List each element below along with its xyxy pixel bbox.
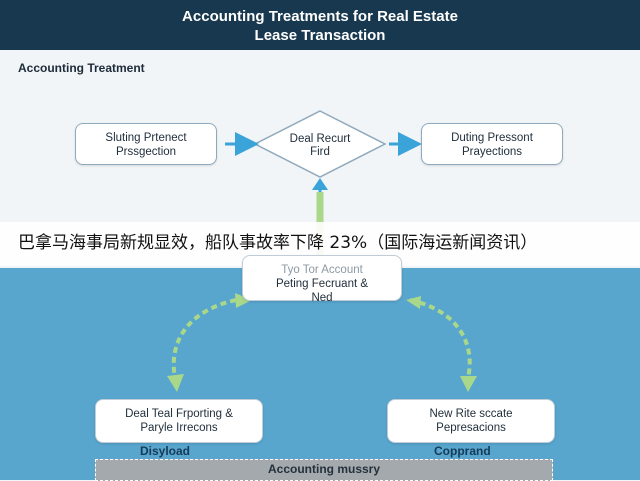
cycle-right-box: New Rite sccate Pepresacions [387, 399, 555, 443]
step1-line-2: Prssgection [115, 146, 177, 158]
cycle-left-line-1: Deal Teal Frporting & [125, 408, 233, 420]
process-step-3: Duting Pressont Prayections [421, 123, 563, 165]
cycle-arrow-right-head [460, 376, 477, 392]
cycle-top-line-3: Ned [311, 292, 333, 304]
arrow-up-head [312, 178, 328, 190]
cycle-left-label: Disyload [140, 444, 191, 458]
cycle-arrow-left [171, 298, 237, 379]
decision-diamond [253, 110, 387, 178]
process-step-1: Sluting Prtenect Prssgection [75, 123, 217, 165]
cycle-arrow-right [409, 298, 472, 379]
cycle-arrow-left-head [167, 374, 184, 392]
cycle-top-line-1: Tyo Tor Account [281, 264, 363, 276]
cycle-right-label: Copprand [434, 444, 491, 458]
summary-bar: Accounting mussry [95, 459, 553, 481]
cycle-arrow-left-tail-head [235, 293, 252, 308]
step3-line-1: Duting Pressont [451, 132, 533, 144]
decision-label: Deal Recurt Fird [272, 133, 368, 159]
cycle-right-line-1: New Rite sccate [429, 408, 513, 420]
cycle-top-box: Tyo Tor Account Peting Fecruant & Ned [242, 255, 402, 304]
title-line-1: Accounting Treatments for Real Estate [182, 8, 458, 25]
lower-panel [0, 268, 640, 480]
decision-line-2: Fird [310, 146, 330, 158]
diagram-header: Accounting Treatments for Real Estate Le… [0, 0, 640, 50]
title-line-2: Lease Transaction [254, 27, 386, 44]
cycle-top-line-2: Peting Fecruant & [275, 278, 369, 290]
step3-line-2: Prayections [461, 146, 523, 158]
step1-line-1: Sluting Prtenect [105, 132, 187, 144]
section-label: Accounting Treatment [18, 61, 145, 75]
cycle-left-box: Deal Teal Frporting & Paryle Irrecons [95, 399, 263, 443]
news-banner-text: 巴拿马海事局新规显效，船队事故率下降 23%（国际海运新闻资讯） [18, 233, 538, 253]
decision-line-1: Deal Recurt [289, 133, 351, 145]
cycle-left-line-2: Paryle Irrecons [140, 422, 218, 434]
cycle-right-line-2: Pepresacions [436, 422, 506, 434]
cycle-arrow-right-tail-head [406, 296, 421, 309]
